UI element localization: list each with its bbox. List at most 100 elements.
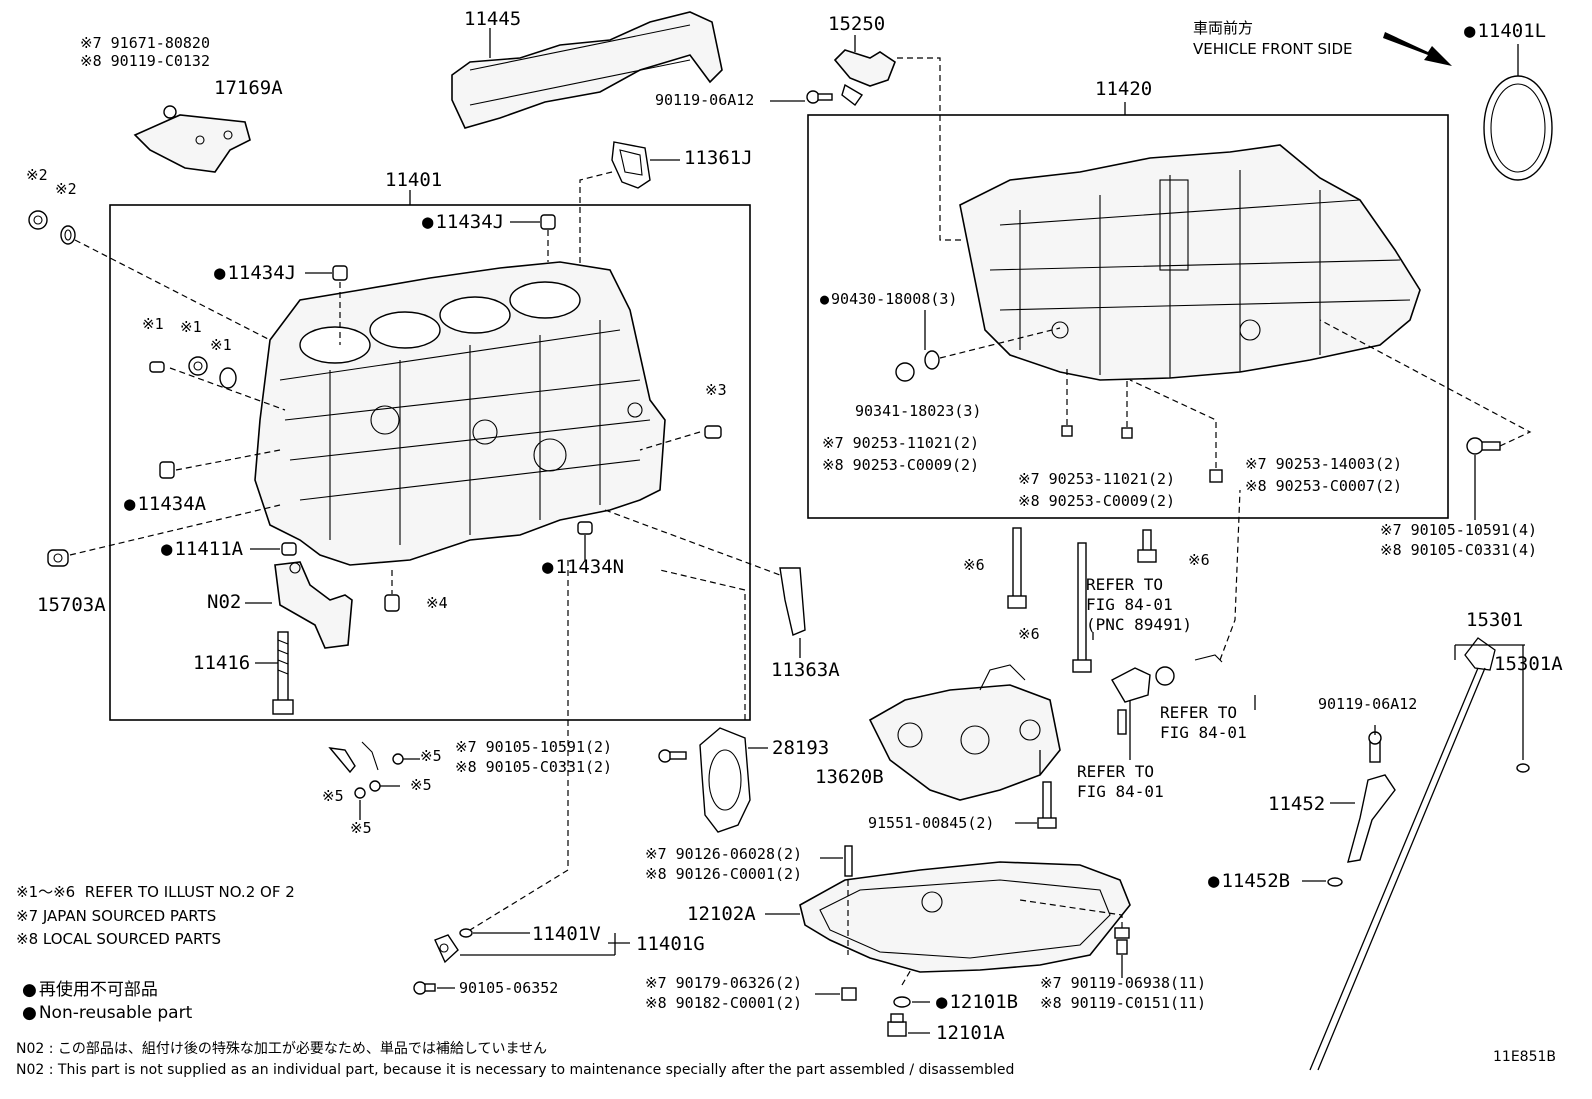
label-90119-c0151: ※8 90119-C0151(11) bbox=[1040, 994, 1207, 1012]
label-x5-a: ※5 bbox=[420, 747, 442, 765]
label-11434j-a: 11434J bbox=[422, 213, 504, 232]
washer-90341-icon bbox=[895, 362, 915, 382]
legend-non-reusable-en: Non-reusable part bbox=[22, 1005, 192, 1022]
label-90253-11021-a: ※7 90253-11021(2) bbox=[822, 434, 980, 452]
label-90253-11021-b: ※7 90253-11021(2) bbox=[1018, 470, 1176, 488]
label-15301a: 15301A bbox=[1494, 653, 1563, 675]
bolt-90119-06a12-right-icon bbox=[1368, 731, 1382, 763]
label-x5-d: ※5 bbox=[350, 819, 372, 837]
label-90253-c0009-a: ※8 90253-C0009(2) bbox=[822, 456, 980, 474]
cylinder-block-11401-icon bbox=[254, 261, 666, 566]
pin-90253-c-icon bbox=[1209, 469, 1223, 483]
label-28193: 28193 bbox=[772, 737, 830, 759]
label-11445: 11445 bbox=[464, 8, 522, 30]
bolt-sensor-icon bbox=[1117, 709, 1127, 735]
label-90119-06938: ※7 90119-06938(11) bbox=[1040, 974, 1207, 992]
label-90126-06028: ※7 90126-06028(2) bbox=[645, 845, 803, 863]
label-x4: ※4 bbox=[426, 594, 448, 612]
label-11411a: 11411A bbox=[161, 540, 243, 559]
plug-11434j-a-icon bbox=[540, 214, 556, 230]
label-x1-b: ※1 bbox=[180, 318, 202, 336]
label-90126-c0001: ※8 90126-C0001(2) bbox=[645, 865, 803, 883]
figure-id: 11E851B bbox=[1493, 1049, 1556, 1065]
label-90105-c0331-4: ※8 90105-C0331(4) bbox=[1380, 541, 1538, 559]
guide-11452-icon bbox=[1347, 774, 1396, 863]
label-91671: ※7 91671-80820 bbox=[80, 34, 210, 52]
plug-x1-icon bbox=[188, 356, 208, 376]
bolt-x6-c-icon bbox=[1137, 529, 1157, 563]
bolt-11416-icon bbox=[272, 631, 294, 715]
label-90119-c0132: ※8 90119-C0132 bbox=[80, 52, 210, 70]
bolt-x6-b-icon bbox=[1072, 542, 1092, 673]
washer-x2-a-icon bbox=[28, 210, 48, 230]
label-11401l: 11401L bbox=[1464, 22, 1546, 41]
label-x6-b: ※6 bbox=[1188, 551, 1210, 569]
pin-x3-icon bbox=[704, 425, 722, 439]
label-90105-10591-2: ※7 90105-10591(2) bbox=[455, 738, 613, 756]
washer-x1-icon bbox=[219, 367, 237, 389]
sensor-89491-icon bbox=[1111, 654, 1223, 703]
label-x5-c: ※5 bbox=[322, 787, 344, 805]
pin-11411a-icon bbox=[281, 542, 297, 556]
n02-note-jp: N02 : この部品は、組付け後の特殊な加工が必要なため、単品では補給していませ… bbox=[16, 1041, 548, 1057]
label-x2-a: ※2 bbox=[26, 166, 48, 184]
label-x1-a: ※1 bbox=[142, 315, 164, 333]
label-11434j-b: 11434J bbox=[214, 264, 296, 283]
ring-15301a-icon bbox=[1516, 763, 1530, 773]
oil-seal-11401l-icon bbox=[1483, 44, 1553, 181]
oil-pump-13620b-icon bbox=[868, 664, 1061, 801]
label-90105-06352: 90105-06352 bbox=[459, 979, 559, 997]
label-11401g: 11401G bbox=[636, 933, 705, 955]
label-17169a: 17169A bbox=[214, 77, 283, 99]
plug-15703a-icon bbox=[47, 549, 69, 567]
bearing-cap-n02-icon bbox=[274, 561, 353, 649]
bolt-90119-06938-icon bbox=[1114, 927, 1130, 955]
label-15250: 15250 bbox=[828, 13, 886, 35]
oil-dipstick-15301-icon bbox=[1309, 637, 1496, 1071]
label-90179: ※7 90179-06326(2) bbox=[645, 974, 803, 992]
label-11416: 11416 bbox=[193, 652, 251, 674]
label-12101a: 12101A bbox=[936, 1022, 1005, 1044]
label-11434n: 11434N bbox=[542, 558, 624, 577]
label-90341: 90341-18023(3) bbox=[855, 402, 982, 420]
label-11434a: 11434A bbox=[124, 495, 206, 514]
refer-fig-84-01-b: REFER TO FIG 84-01 bbox=[1077, 762, 1164, 801]
bolt-90105-2-icon bbox=[658, 749, 687, 763]
label-91551: 91551-00845(2) bbox=[868, 814, 995, 832]
gasket-28193-icon bbox=[699, 727, 751, 833]
cover-11445-icon bbox=[451, 11, 723, 129]
label-11401v: 11401V bbox=[532, 923, 601, 945]
label-90119-06a12-top: 90119-06A12 bbox=[655, 91, 755, 109]
gasket-12101b-icon bbox=[893, 996, 911, 1008]
oil-pan-upper-11420-icon bbox=[959, 144, 1421, 381]
oring-11401v-icon bbox=[459, 928, 473, 938]
hose-11363a-icon bbox=[779, 567, 806, 636]
bolt-90105-06352-icon bbox=[413, 981, 436, 995]
bolt-91551-icon bbox=[1037, 781, 1057, 829]
pin-x1-icon bbox=[149, 361, 165, 373]
note-local-sourced: ※8 LOCAL SOURCED PARTS bbox=[16, 930, 221, 948]
label-11452: 11452 bbox=[1268, 793, 1326, 815]
oil-pan-12102a-icon bbox=[799, 861, 1131, 973]
label-x2-b: ※2 bbox=[55, 180, 77, 198]
label-90105-10591-4: ※7 90105-10591(4) bbox=[1380, 521, 1538, 539]
bolt-x6-a-icon bbox=[1007, 527, 1027, 609]
plug-11434j-b-icon bbox=[332, 265, 348, 281]
label-11452b: 11452B bbox=[1208, 872, 1290, 891]
label-n02: N02 bbox=[207, 591, 242, 613]
nut-90179-icon bbox=[841, 987, 857, 1001]
stud-90126-icon bbox=[844, 845, 853, 877]
oil-pan-upper-frame bbox=[807, 114, 1449, 519]
label-90253-14003: ※7 90253-14003(2) bbox=[1245, 455, 1403, 473]
bolt-x5-c-icon bbox=[354, 787, 366, 799]
bracket-17169a-icon bbox=[133, 105, 251, 173]
pin-90253-b-icon bbox=[1121, 427, 1133, 439]
label-11363a: 11363A bbox=[771, 659, 840, 681]
refer-fig-84-01-a: REFER TO FIG 84-01 bbox=[1160, 703, 1247, 742]
label-90182: ※8 90182-C0001(2) bbox=[645, 994, 803, 1012]
label-15301: 15301 bbox=[1466, 609, 1524, 631]
label-90253-c0007: ※8 90253-C0007(2) bbox=[1245, 477, 1403, 495]
label-12101b: 12101B bbox=[936, 993, 1018, 1012]
label-11401: 11401 bbox=[385, 169, 443, 191]
